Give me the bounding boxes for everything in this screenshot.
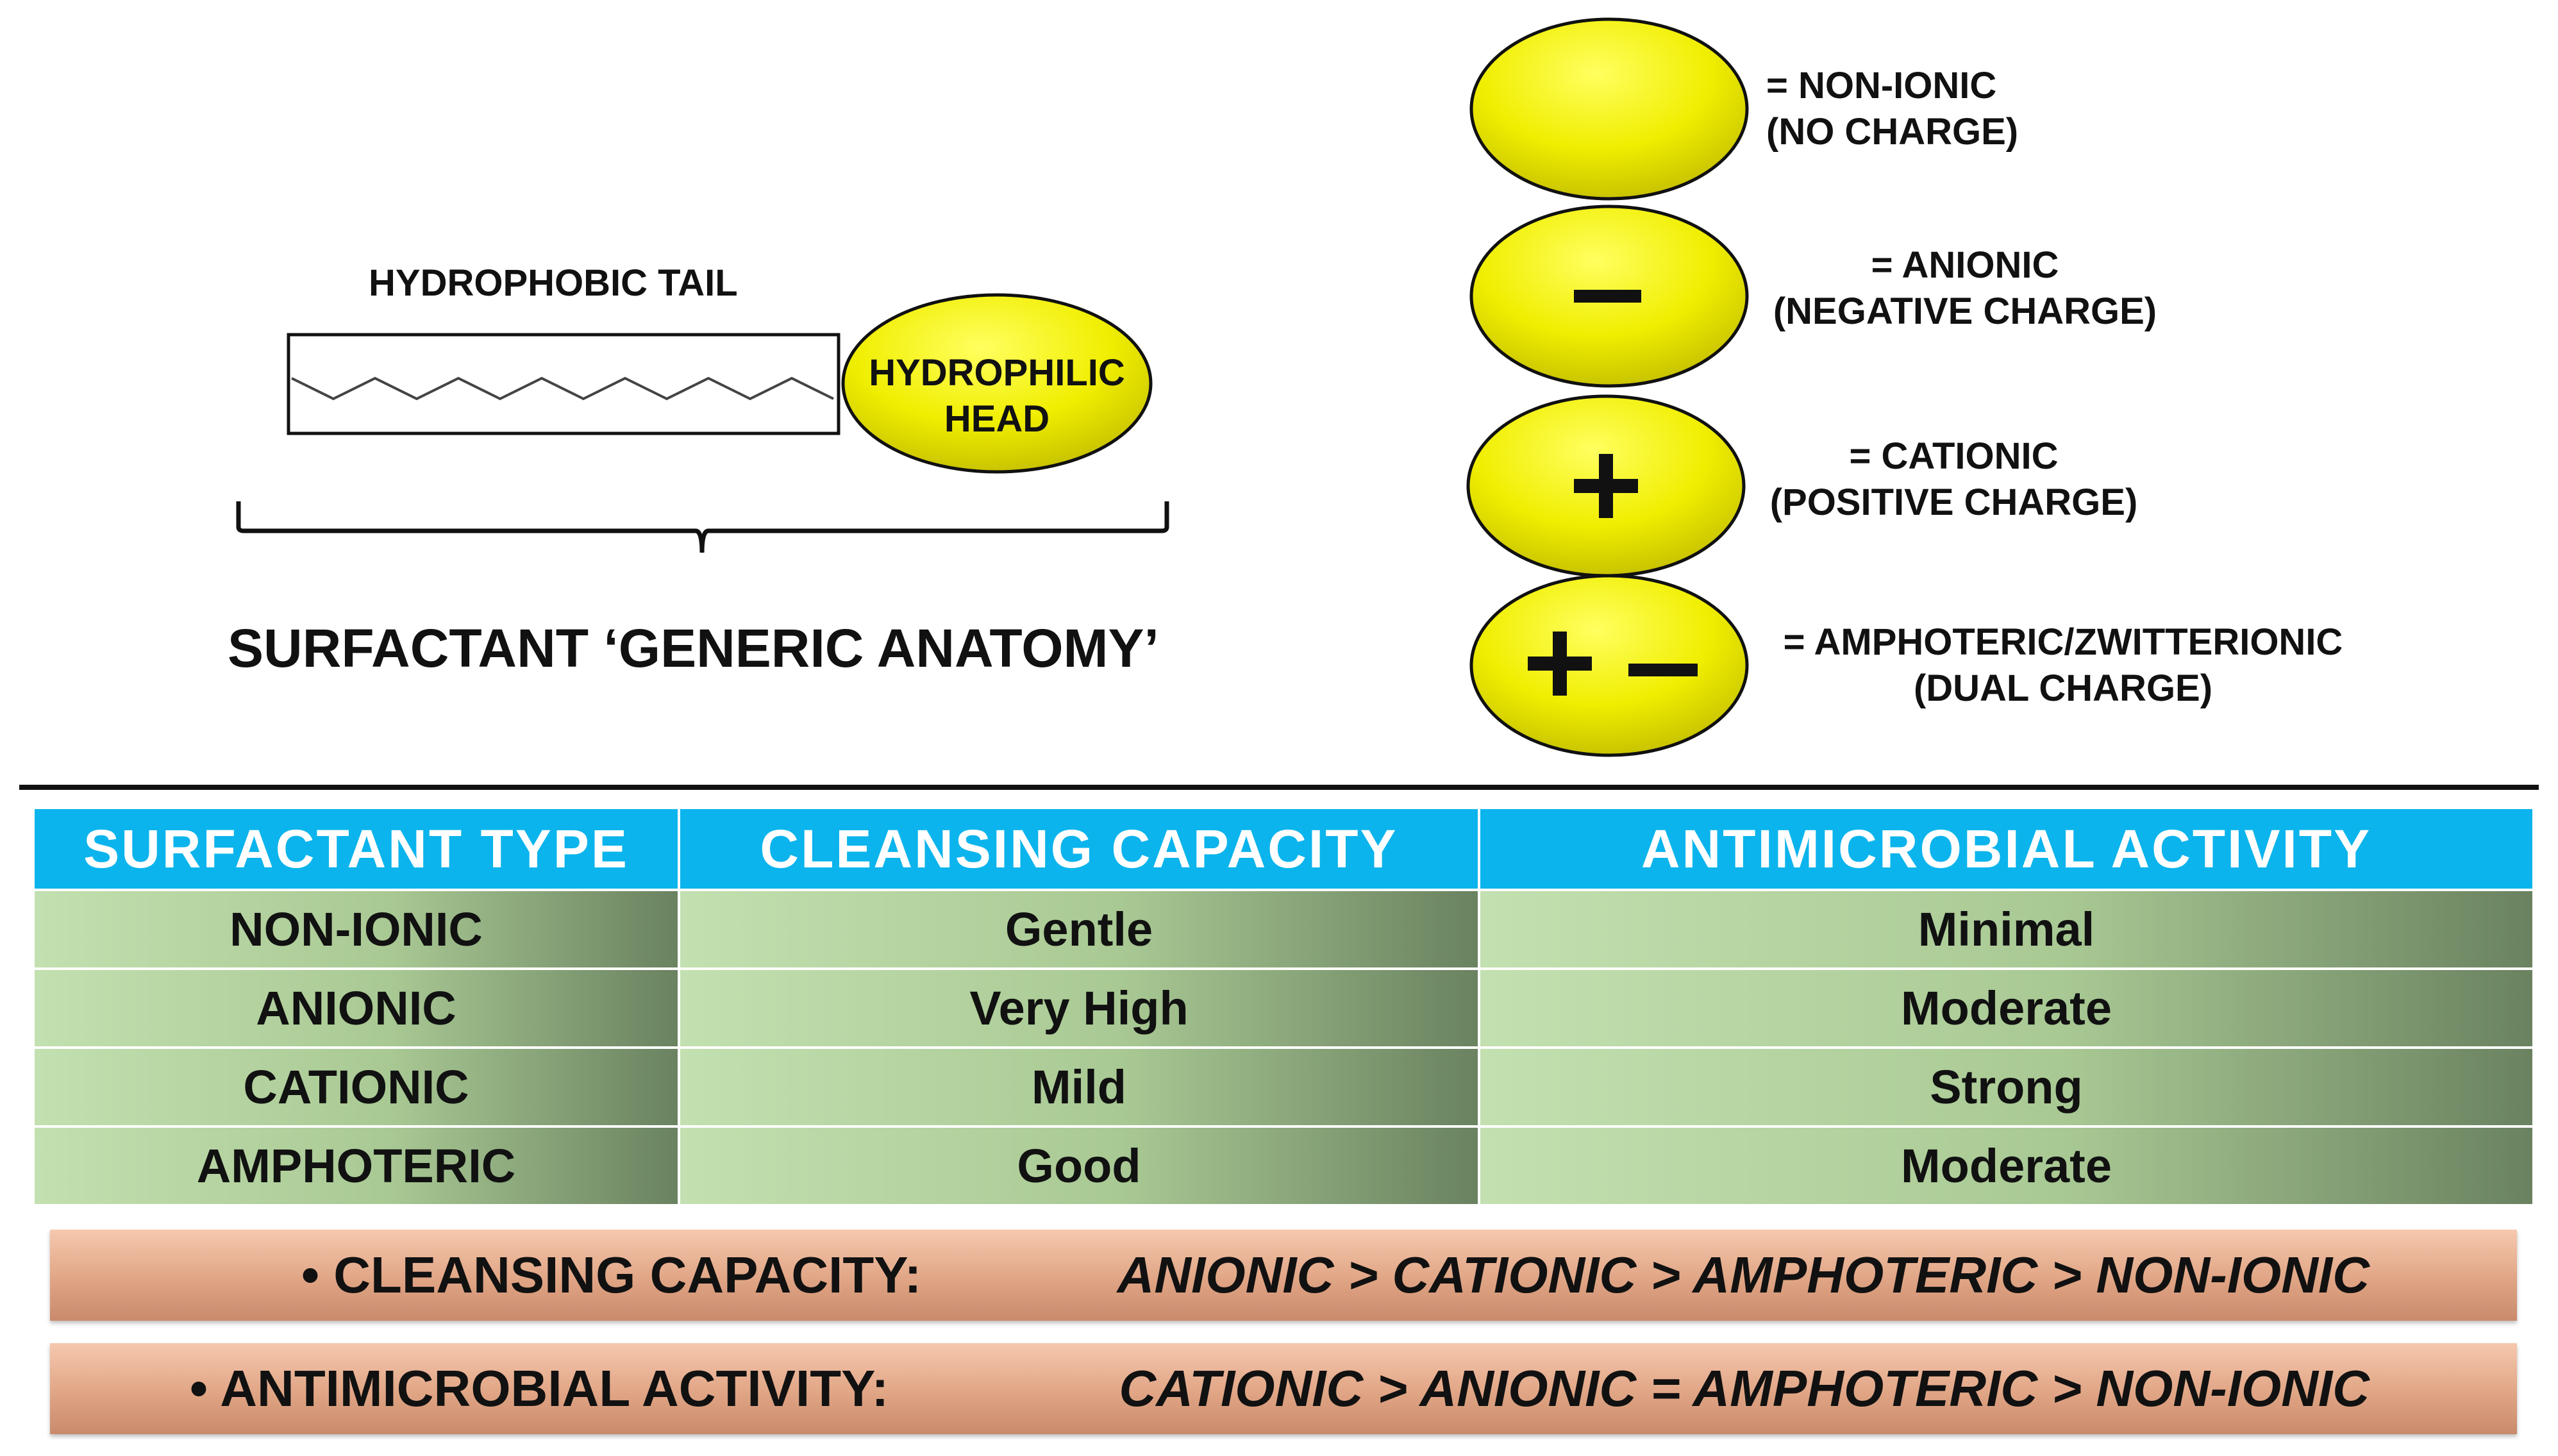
diagram-canvas	[19, 17, 2539, 790]
table-row: AMPHOTERIC Good Moderate	[32, 1125, 2535, 1207]
table-cell: AMPHOTERIC	[32, 1125, 680, 1207]
legend-amphoteric-ellipse	[1469, 574, 1749, 757]
summary-cleansing-label: • CLEANSING CAPACITY:	[301, 1246, 922, 1303]
summary-antimicrobial-ranking: CATIONIC > ANIONIC = AMPHOTERIC > NON-IO…	[1119, 1360, 2370, 1417]
table-cell: Minimal	[1478, 889, 2535, 970]
table-cell: NON-IONIC	[32, 889, 680, 970]
surfactant-comparison-table: SURFACTANT TYPE CLEANSING CAPACITY ANTIM…	[32, 807, 2535, 1207]
table-row: NON-IONIC Gentle Minimal	[32, 889, 2535, 970]
minus-icon	[1574, 290, 1641, 303]
legend-amphoteric-line2: (DUAL CHARGE)	[1913, 667, 2213, 709]
anatomy-caption: SURFACTANT ‘GENERIC ANATOMY’	[228, 618, 1159, 678]
hydrophilic-head-label: HYDROPHILIC HEAD	[856, 350, 1138, 442]
legend-anionic-label: = ANIONIC (NEGATIVE CHARGE)	[1760, 242, 2170, 335]
legend-cationic-line1: = CATIONIC	[1849, 435, 2059, 477]
legend-nonionic-line1: = NON-IONIC	[1766, 65, 1997, 106]
plus-icon	[1574, 454, 1638, 518]
legend-anionic-line2: (NEGATIVE CHARGE)	[1773, 290, 2157, 332]
legend-amphoteric-label: = AMPHOTERIC/ZWITTERIONIC (DUAL CHARGE)	[1768, 619, 2358, 712]
table-header-row: SURFACTANT TYPE CLEANSING CAPACITY ANTIM…	[32, 807, 2535, 891]
table-row: ANIONIC Very High Moderate	[32, 967, 2535, 1049]
summary-antimicrobial-bar: • ANTIMICROBIAL ACTIVITY: CATIONIC > ANI…	[50, 1343, 2517, 1434]
table-cell: Good	[678, 1125, 1480, 1207]
legend-nonionic-line2: (NO CHARGE)	[1766, 111, 2019, 153]
hydrophobic-tail-label: HYDROPHOBIC TAIL	[369, 262, 738, 304]
summary-antimicrobial-label: • ANTIMICROBIAL ACTIVITY:	[190, 1360, 889, 1417]
head-label-line2: HEAD	[944, 398, 1050, 440]
table-cell: Strong	[1478, 1046, 2535, 1128]
hydrophilic-head-ellipse	[841, 293, 1153, 474]
legend-cationic-line2: (POSITIVE CHARGE)	[1769, 481, 2138, 523]
legend-anionic-line1: = ANIONIC	[1871, 244, 2059, 286]
legend-amphoteric-line1: = AMPHOTERIC/ZWITTERIONIC	[1783, 621, 2343, 663]
header-cleansing-capacity: CLEANSING CAPACITY	[678, 807, 1480, 891]
summary-cleansing-bar: • CLEANSING CAPACITY: ANIONIC > CATIONIC…	[50, 1230, 2517, 1321]
anatomy-brace	[236, 501, 1169, 553]
header-surfactant-type: SURFACTANT TYPE	[32, 807, 680, 891]
table-cell: Moderate	[1478, 1125, 2535, 1207]
hydrophobic-tail-box	[287, 333, 840, 435]
header-antimicrobial-activity: ANTIMICROBIAL ACTIVITY	[1478, 807, 2535, 891]
table-row: CATIONIC Mild Strong	[32, 1046, 2535, 1128]
legend-cationic-label: = CATIONIC (POSITIVE CHARGE)	[1757, 433, 2151, 526]
table-cell: Gentle	[678, 889, 1480, 970]
table-cell: Mild	[678, 1046, 1480, 1128]
legend-nonionic-ellipse	[1469, 17, 1749, 201]
legend-nonionic-label: = NON-IONIC (NO CHARGE)	[1766, 63, 2018, 155]
plus-minus-icon	[1528, 632, 1698, 696]
table-cell: Very High	[678, 967, 1480, 1049]
head-label-line1: HYDROPHILIC	[869, 352, 1125, 394]
table-cell: CATIONIC	[32, 1046, 680, 1128]
hydrophobic-tail-chain	[291, 376, 834, 401]
summary-cleansing-ranking: ANIONIC > CATIONIC > AMPHOTERIC > NON-IO…	[1117, 1246, 2370, 1303]
table-cell: ANIONIC	[32, 967, 680, 1049]
table-cell: Moderate	[1478, 967, 2535, 1049]
